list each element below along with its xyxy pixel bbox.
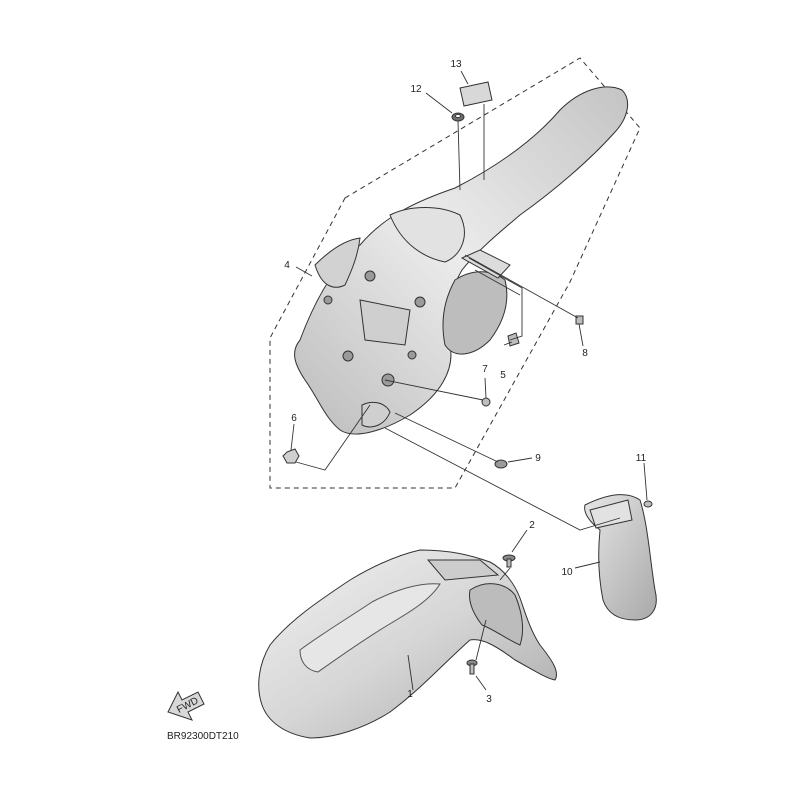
bolt-part-11 (643, 500, 653, 508)
front-fender-part-1 (258, 549, 557, 739)
bolt-part-8 (575, 315, 584, 325)
callout-2: 2 (529, 520, 535, 531)
callout-1: 1 (407, 689, 413, 700)
bolt-part-2 (502, 554, 516, 568)
callout-7: 7 (482, 364, 488, 375)
grommet-part-12 (451, 112, 465, 122)
callout-5: 5 (500, 370, 506, 381)
callout-10: 10 (561, 567, 573, 578)
nut-part-6 (282, 448, 300, 464)
fwd-arrow-icon: FWD (167, 690, 205, 721)
callout-3: 3 (486, 694, 492, 705)
bolt-part-7 (481, 397, 491, 407)
subassembly-boundary (269, 57, 641, 489)
callout-6: 6 (291, 413, 297, 424)
callout-8: 8 (582, 348, 588, 359)
callout-11: 11 (636, 453, 647, 464)
leader-lines (290, 70, 648, 691)
callout-9: 9 (535, 453, 541, 464)
rear-fender-part-4 (294, 86, 629, 435)
callout-12: 12 (410, 84, 422, 95)
diagram-code: BR92300DT210 (167, 731, 239, 742)
nut-part-5 (507, 332, 520, 347)
callout-4: 4 (284, 260, 290, 271)
decal-part-13 (459, 81, 493, 107)
callout-13: 13 (450, 59, 462, 70)
bolt-part-3 (466, 659, 478, 675)
